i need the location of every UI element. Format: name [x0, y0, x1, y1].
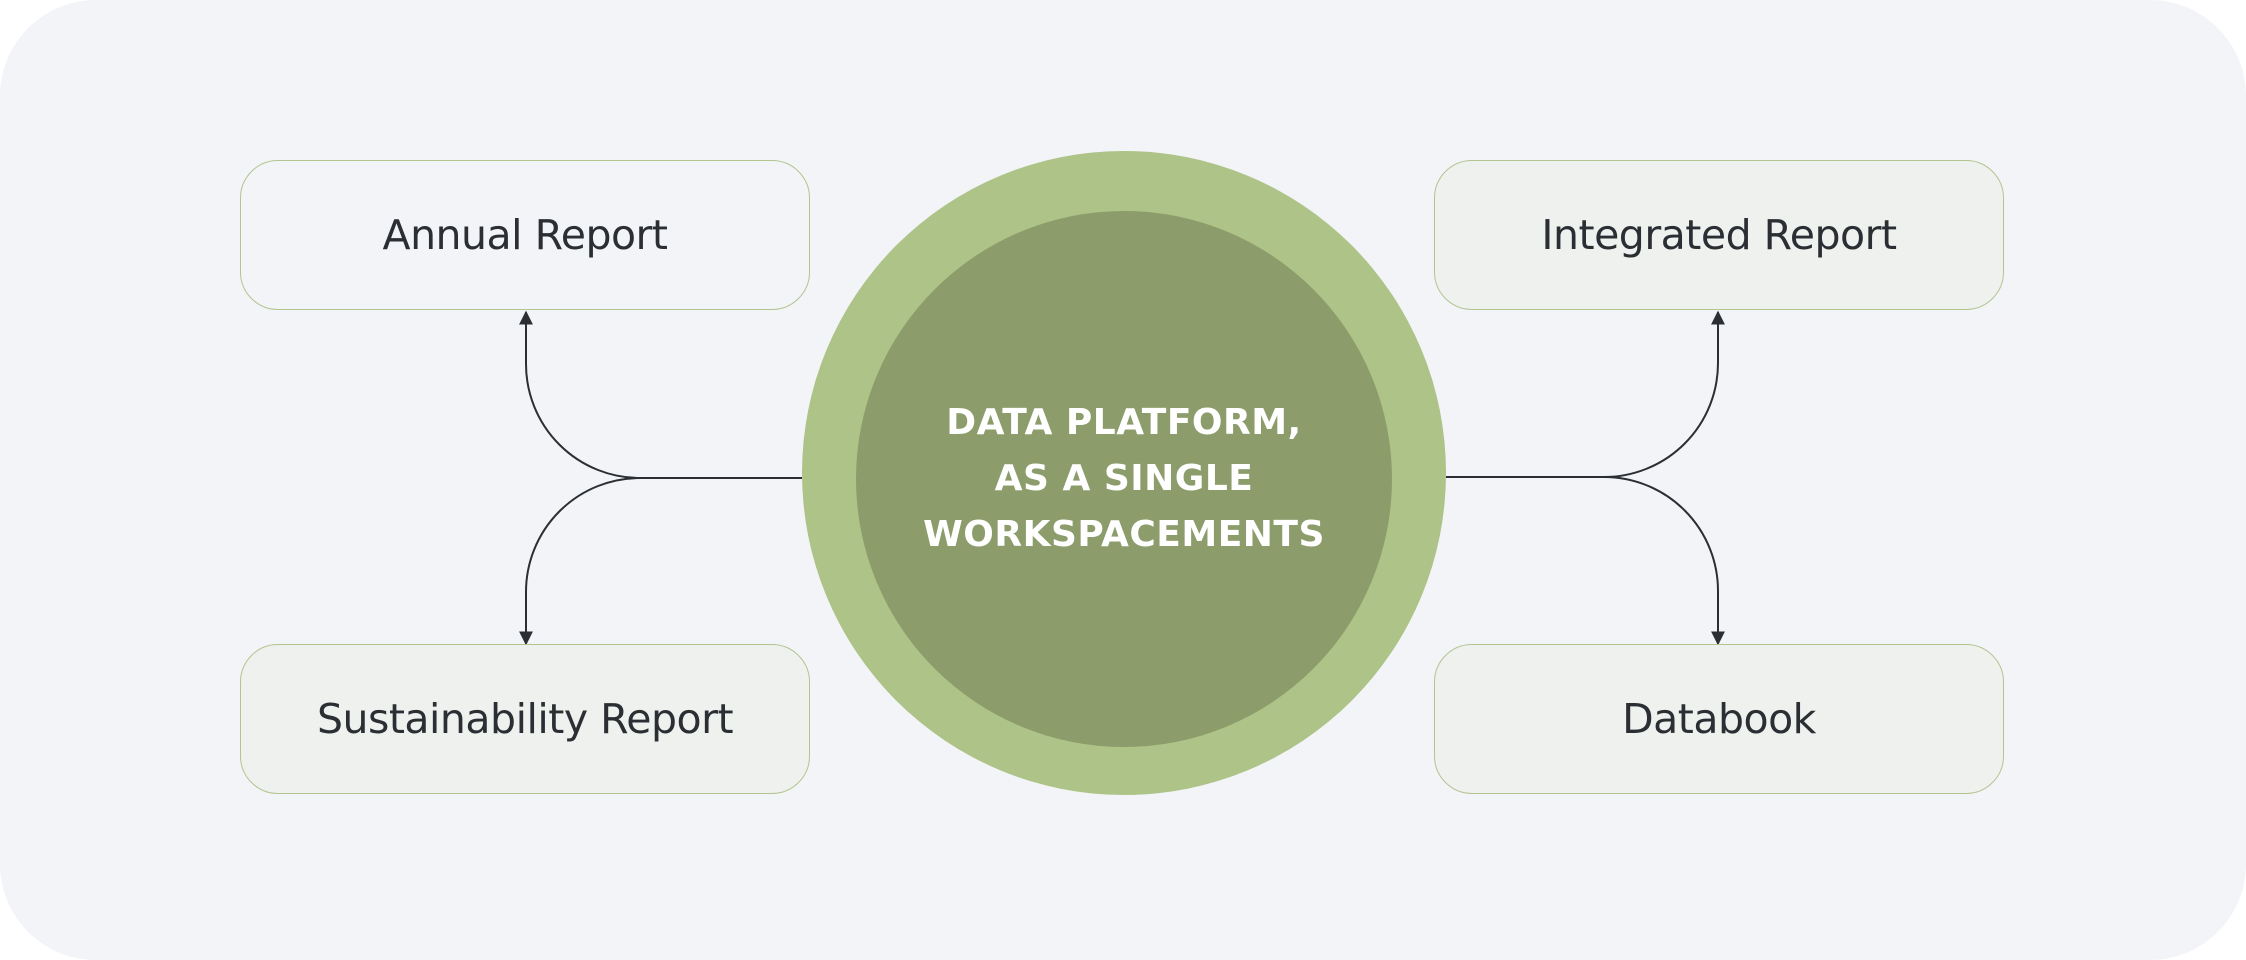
node-label: Databook [1622, 695, 1816, 743]
connector-to-integrated-report [1446, 310, 1725, 478]
center-title-line-2: AS A SINGLE [994, 458, 1254, 499]
center-title-line-3: WORKSPACEMENTS [923, 514, 1325, 555]
center-circle-inner [856, 211, 1392, 747]
connector-to-sustainability-report [519, 477, 641, 646]
node-databook: Databook [1434, 644, 2004, 794]
center-title: DATA PLATFORM, AS A SINGLE WORKSPACEMENT… [856, 211, 1392, 747]
node-integrated-report: Integrated Report [1434, 160, 2004, 310]
node-sustainability-report: Sustainability Report [240, 644, 810, 794]
center-title-line-1: DATA PLATFORM, [946, 402, 1302, 443]
connector-to-annual-report [519, 310, 802, 479]
node-label: Integrated Report [1541, 211, 1897, 259]
connector-to-databook [1603, 476, 1725, 646]
node-annual-report: Annual Report [240, 160, 810, 310]
node-label: Sustainability Report [316, 695, 734, 743]
node-label: Annual Report [382, 211, 668, 259]
